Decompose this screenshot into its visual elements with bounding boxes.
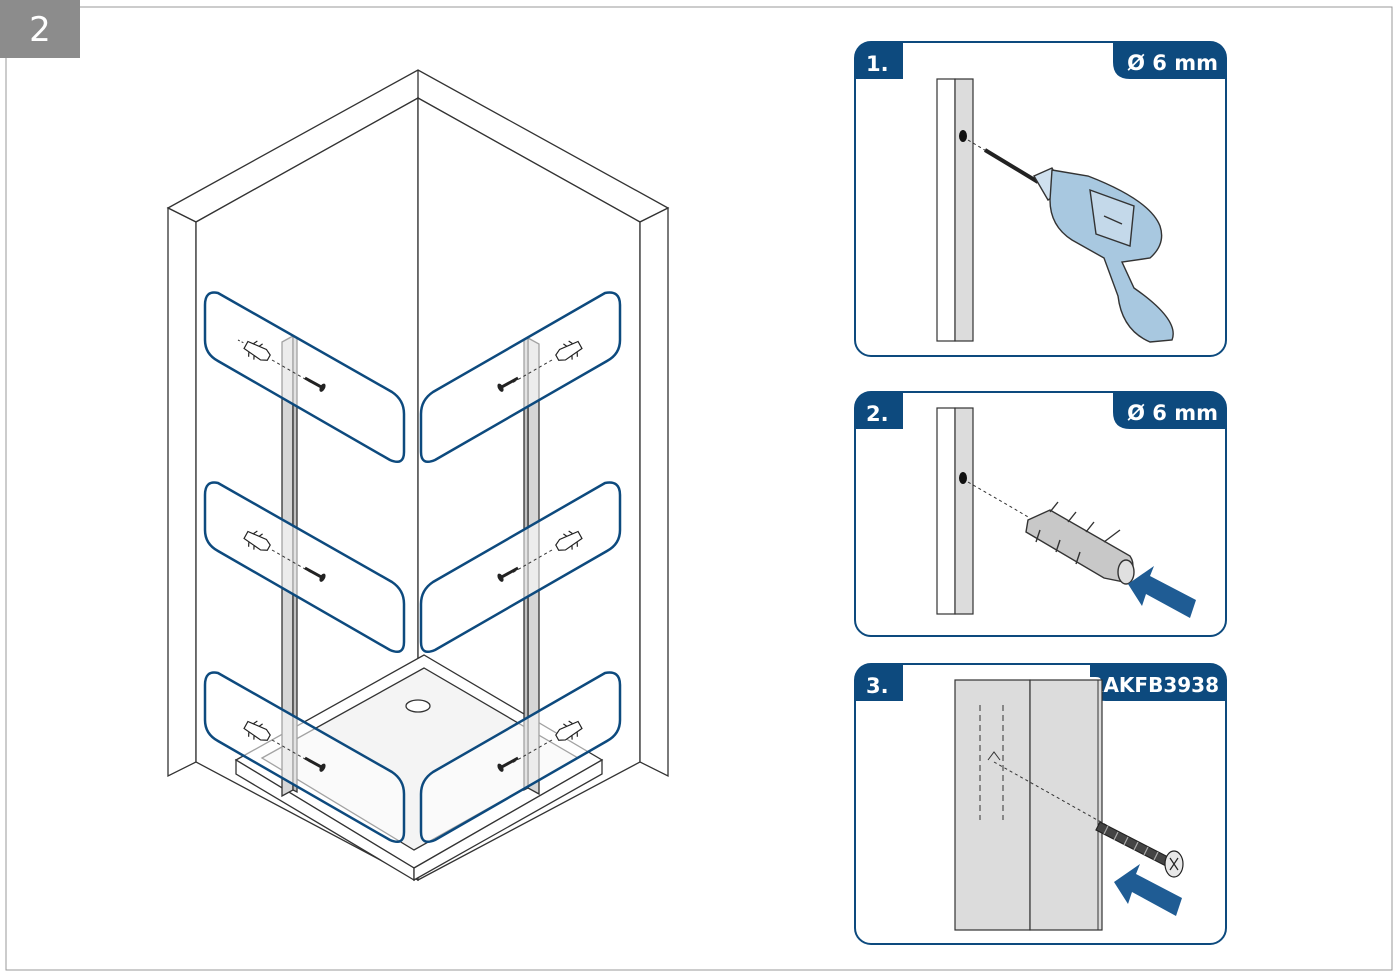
wall-profile (936, 407, 974, 615)
wall-profile (954, 679, 1103, 931)
callout-top-right (419, 291, 622, 463)
step-panel-3: 3. SRAKFB3938 (854, 663, 1227, 945)
callout-bottom-right (419, 671, 622, 843)
screw-icon (1095, 821, 1184, 878)
callout-bottom-left (203, 671, 406, 843)
fixings-left (237, 336, 329, 775)
fixings-right (494, 336, 585, 775)
step-2-number: 2. (866, 402, 889, 426)
push-arrow-icon (1114, 864, 1182, 916)
wall-profile (936, 78, 974, 342)
step-1-number: 1. (866, 52, 889, 76)
page-border (5, 6, 1393, 971)
step-panel-2: 2. Ø 6 mm (854, 391, 1227, 637)
drill-hole-icon (959, 472, 967, 484)
callout-mid-right (419, 481, 622, 653)
drill-hole-icon (959, 130, 967, 142)
step-1-diameter: Ø 6 mm (1127, 51, 1218, 75)
step-panel-1: 1. Ø 6 mm (854, 41, 1227, 357)
step-2-diameter: Ø 6 mm (1127, 401, 1218, 425)
drill-icon (983, 148, 1174, 343)
shower-corner-illustration (166, 69, 670, 882)
callout-boxes (203, 291, 622, 843)
step-badge: 2 (0, 0, 80, 58)
wall-plug-icon (1025, 501, 1135, 585)
step-3-number: 3. (866, 674, 889, 698)
push-arrow-icon (1128, 566, 1196, 618)
callout-mid-left (203, 481, 406, 653)
callout-top-left (203, 291, 406, 463)
